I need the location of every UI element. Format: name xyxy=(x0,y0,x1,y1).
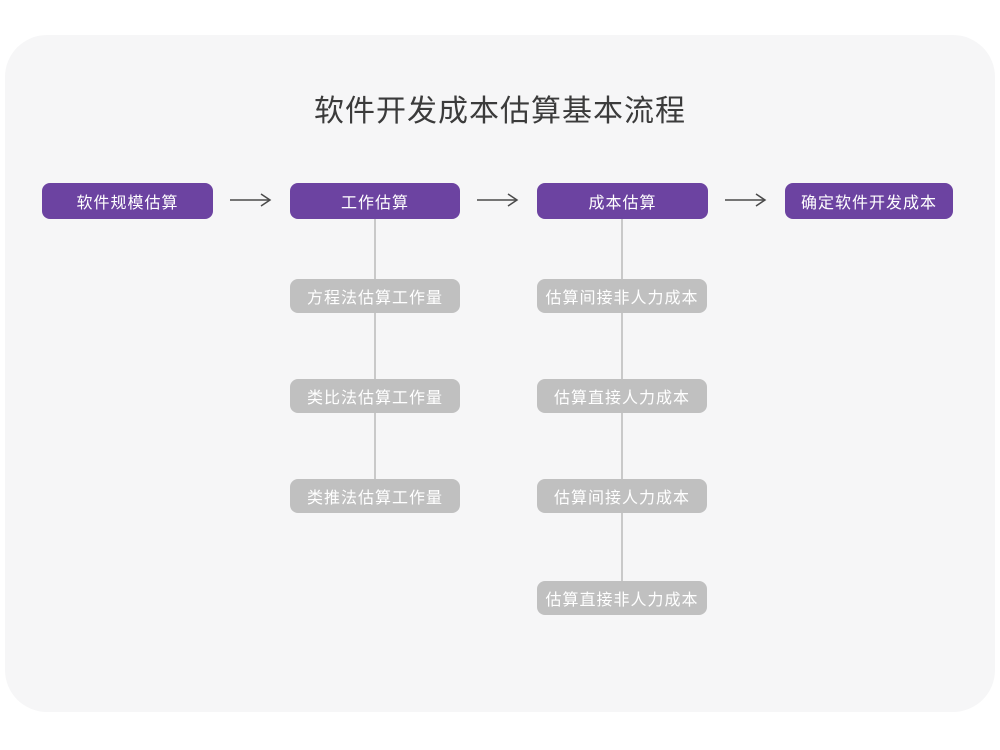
cost-step-box-direct-nonlabor: 估算直接非人力成本 xyxy=(537,581,707,615)
flow-step-work-estimation: 工作估算 xyxy=(290,183,460,219)
cost-step-box-direct-labor: 估算直接人力成本 xyxy=(537,379,707,413)
work-method-box-extrapolation: 类推法估算工作量 xyxy=(290,479,460,513)
flow-step-software-scale-estimation: 软件规模估算 xyxy=(42,183,213,219)
flow-step-cost-estimation: 成本估算 xyxy=(537,183,708,219)
arrow-right-icon xyxy=(229,192,273,208)
work-method-box-equation: 方程法估算工作量 xyxy=(290,279,460,313)
cost-step-box-indirect-labor: 估算间接人力成本 xyxy=(537,479,707,513)
diagram-card xyxy=(5,35,995,712)
work-method-box-analogy: 类比法估算工作量 xyxy=(290,379,460,413)
cost-step-box-indirect-nonlabor: 估算间接非人力成本 xyxy=(537,279,707,313)
flow-step-determine-development-cost: 确定软件开发成本 xyxy=(785,183,953,219)
arrow-right-icon xyxy=(476,192,520,208)
page-title: 软件开发成本估算基本流程 xyxy=(314,95,686,128)
work-methods-connector-line xyxy=(374,219,376,496)
arrow-right-icon xyxy=(724,192,768,208)
